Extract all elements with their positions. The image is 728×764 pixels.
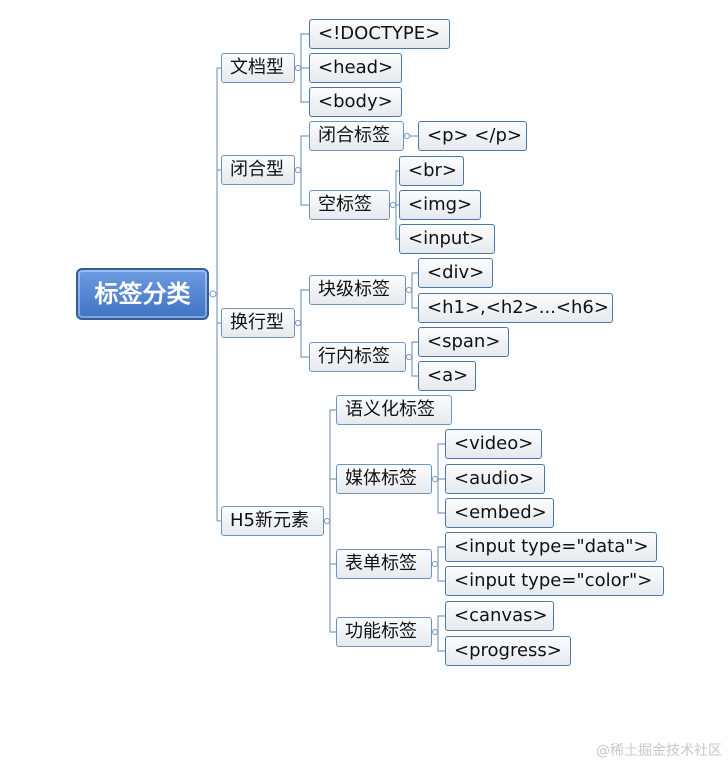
- node-closed-tag: 闭合标签: [309, 121, 404, 151]
- node-div: <div>: [418, 258, 493, 288]
- node-a: <a>: [418, 361, 476, 391]
- node-progress: <progress>: [445, 636, 571, 666]
- node-document-type: 文档型: [221, 53, 295, 83]
- watermark: @稀土掘金技术社区: [596, 743, 722, 759]
- node-wrap-type: 换行型: [221, 308, 295, 338]
- node-p: <p> </p>: [418, 121, 527, 151]
- node-closed-type: 闭合型: [221, 155, 295, 185]
- node-input-data: <input type="data">: [445, 532, 657, 562]
- node-img: <img>: [399, 190, 481, 220]
- node-form-tag: 表单标签: [336, 549, 432, 579]
- node-block-tag: 块级标签: [309, 275, 406, 305]
- node-input: <input>: [399, 224, 495, 254]
- node-semantic-tag: 语义化标签: [336, 395, 452, 425]
- node-embed: <embed>: [445, 498, 554, 528]
- node-h5-elements: H5新元素: [221, 506, 324, 536]
- node-audio: <audio>: [445, 464, 545, 494]
- node-canvas: <canvas>: [445, 601, 554, 631]
- node-br: <br>: [399, 156, 464, 186]
- node-span: <span>: [418, 327, 509, 357]
- node-input-color: <input type="color">: [445, 566, 664, 596]
- node-doctype: <!DOCTYPE>: [309, 19, 450, 49]
- node-inline-tag: 行内标签: [309, 342, 406, 372]
- node-body: <body>: [309, 87, 402, 117]
- node-h1-h6: <h1>,<h2>...<h6>: [418, 293, 613, 323]
- node-video: <video>: [445, 429, 542, 459]
- node-empty-tag: 空标签: [309, 190, 390, 220]
- node-function-tag: 功能标签: [336, 617, 432, 647]
- node-media-tag: 媒体标签: [336, 464, 432, 494]
- root-node: 标签分类: [76, 268, 209, 320]
- node-head: <head>: [309, 53, 402, 83]
